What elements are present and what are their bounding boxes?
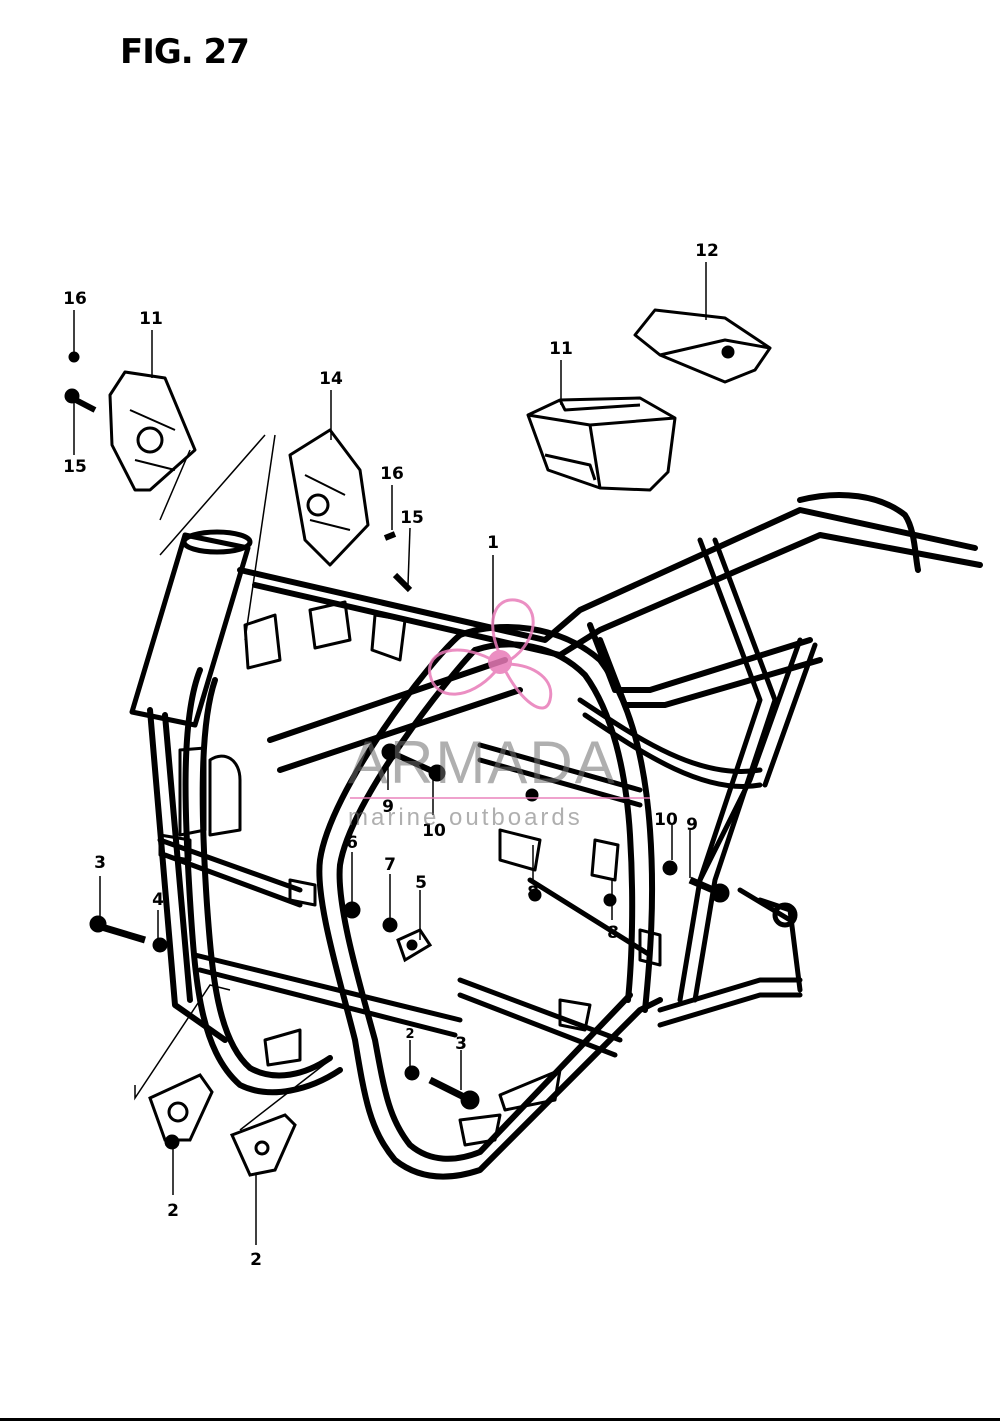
side-plate-right <box>288 428 370 567</box>
frame-rear-section <box>737 887 803 993</box>
callout-5: 5 <box>415 873 427 893</box>
callout-6: 6 <box>346 833 358 853</box>
callout-9-right: 9 <box>686 815 698 835</box>
steering-head-tube <box>129 529 253 728</box>
callout-16-left: 16 <box>63 289 87 309</box>
watermark-rule <box>350 797 650 799</box>
battery-cover <box>633 308 772 384</box>
page-bottom-border <box>0 1418 1000 1421</box>
engine-mount-bracket-right <box>229 1113 297 1177</box>
callout-8-right: 8 <box>607 923 619 943</box>
callout-10-center: 10 <box>422 821 446 841</box>
watermark-brand: ARMADA <box>348 729 617 796</box>
callout-9-center: 9 <box>382 797 394 817</box>
leader-lines <box>73 262 707 1245</box>
frame-left-cradle <box>147 667 343 1096</box>
callout-2-bottom: 2 <box>250 1250 262 1270</box>
callout-11-left: 11 <box>139 309 163 329</box>
callout-1: 1 <box>487 533 499 553</box>
callout-15-left: 15 <box>63 457 87 477</box>
callout-numbers: 1 12 11 14 11 16 15 16 15 2 2 2 3 3 4 5 … <box>63 241 719 1270</box>
side-plate-left <box>108 370 197 492</box>
callout-4: 4 <box>152 890 164 910</box>
callout-10-right: 10 <box>654 810 678 830</box>
callout-11: 11 <box>549 339 573 359</box>
frame-top-tubes <box>237 492 983 773</box>
callout-3-center: 3 <box>455 1034 467 1054</box>
callout-14: 14 <box>319 369 343 389</box>
callout-3-left: 3 <box>94 853 106 873</box>
callout-2-left: 2 <box>167 1201 179 1221</box>
callout-15-right: 15 <box>400 508 424 528</box>
figure-title: FIG. 27 <box>120 32 250 72</box>
battery-box <box>526 396 677 492</box>
engine-mount-bracket-left <box>148 1073 214 1150</box>
frame-cross-members <box>157 537 818 1058</box>
callout-16-right: 16 <box>380 464 404 484</box>
watermark-tagline: marine outboards <box>348 804 583 831</box>
callout-8-center: 8 <box>527 883 539 903</box>
callout-7: 7 <box>384 855 396 875</box>
callout-2-center: 2 <box>405 1027 414 1042</box>
callout-12: 12 <box>695 241 719 261</box>
watermark-logo <box>428 598 553 710</box>
frame-brackets <box>158 600 662 1147</box>
